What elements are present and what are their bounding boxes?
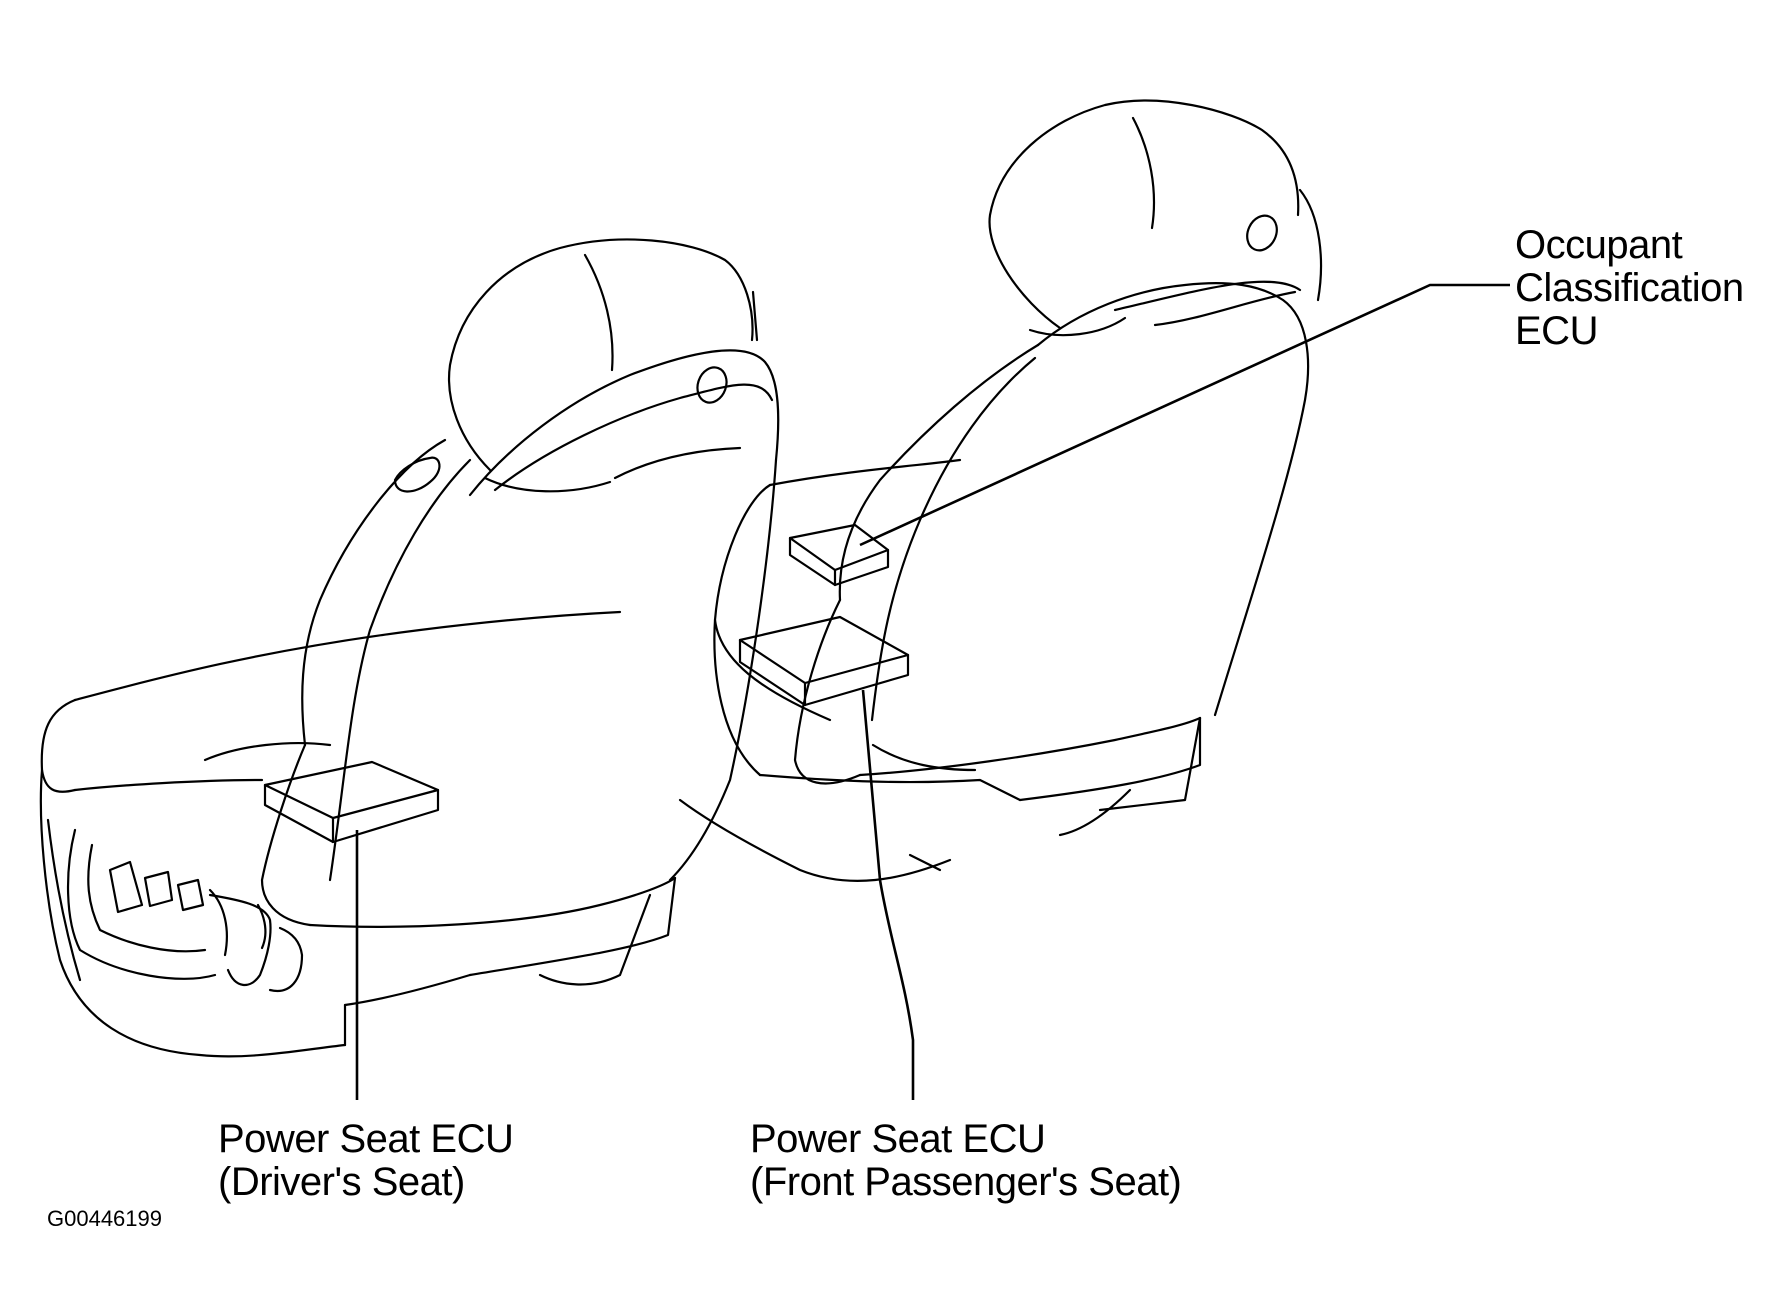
passenger-label-line-2: (Front Passenger's Seat) [750,1160,1182,1204]
driver-label-line-1: Power Seat ECU [218,1117,514,1161]
passenger-seat [678,99,1323,883]
occupant-label-line-3: ECU [1515,309,1598,353]
occupant-classification-ecu-label: Occupant Classification ECU [1515,224,1744,353]
driver-seat [39,238,780,1058]
driver-label-line-2: (Driver's Seat) [218,1160,465,1204]
passenger-power-seat-ecu-label: Power Seat ECU (Front Passenger's Seat) [750,1117,1182,1204]
leader-occupant-ecu [859,283,1510,547]
figure-code: G00446199 [47,1206,162,1231]
passenger-power-seat-ecu-box [738,615,910,707]
leader-passenger-ecu [861,689,915,1100]
occupant-classification-ecu-box [788,523,890,587]
passenger-label-line-1: Power Seat ECU [750,1117,1046,1161]
occupant-label-line-1: Occupant [1515,223,1683,267]
driver-power-seat-ecu-label: Power Seat ECU (Driver's Seat) [218,1117,514,1204]
occupant-label-line-2: Classification [1515,266,1744,310]
driver-power-seat-ecu-box [263,760,440,844]
